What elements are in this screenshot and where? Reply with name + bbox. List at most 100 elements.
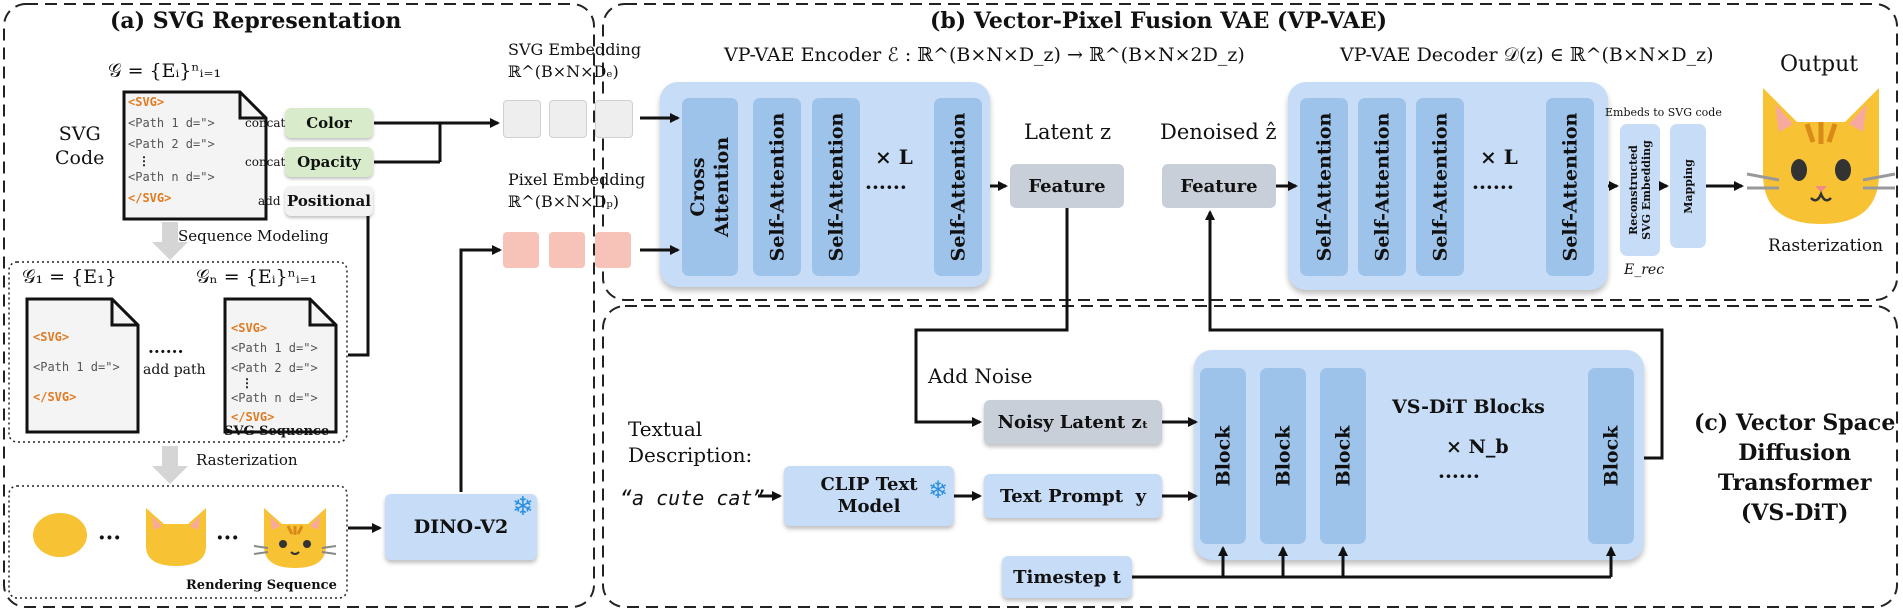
decoder-self-attention-2: Self-Attention <box>1358 98 1406 276</box>
code-dots: ⋮ <box>138 154 150 168</box>
embeds-to-svg-label: Embeds to SVG code <box>1605 106 1722 119</box>
code-path1: <Path 1 d="> <box>128 116 215 130</box>
rendering-sequence-label: Rendering Sequence <box>186 578 337 593</box>
doc1-close-tag: </SVG> <box>33 390 77 404</box>
section-c-title: (c) Vector Space Diffusion Transformer (… <box>1694 408 1895 528</box>
svg-code-document <box>122 90 268 221</box>
render-dots-1: ··· <box>98 525 121 551</box>
svg-doc-last <box>223 297 338 434</box>
section-c-title-line3: Transformer <box>1717 470 1872 496</box>
denoised-feature: Feature <box>1162 164 1276 208</box>
encoder-self-attention-2: Self-Attention <box>812 98 860 276</box>
svg-seq-ellipsis: ...... <box>148 338 184 358</box>
clip-line1: CLIP Text <box>820 474 918 495</box>
pixel-embedding-cell-3 <box>595 232 631 268</box>
snowflake-icon-clip: ❄ <box>928 476 949 504</box>
vs-dit-blocks-title: VS-DiT Blocks <box>1392 396 1545 418</box>
svg-code-label: SVG Code <box>55 122 104 170</box>
encoder-times-l: × L <box>875 145 913 169</box>
svg-code-label-line1: SVG <box>58 123 101 145</box>
decoder-self-attention-1: Self-Attention <box>1300 98 1348 276</box>
output-cat-image <box>1746 88 1896 224</box>
denoised-label: Denoised ẑ <box>1160 120 1277 144</box>
vs-dit-dots: ······ <box>1438 464 1480 488</box>
op-add-positional: add <box>258 194 281 208</box>
doc2-pathn: <Path n d="> <box>231 391 318 405</box>
svg-sequence-label: SVG Sequence <box>224 424 330 439</box>
section-a-title: (a) SVG Representation <box>110 8 402 34</box>
doc2-close-tag: </SVG> <box>231 410 275 424</box>
snowflake-icon-dino: ❄ <box>512 492 534 522</box>
dino-v2-box: DINO-V2 <box>385 494 537 560</box>
svg-doc-last-lines: <SVG> <Path 1 d="> <Path 2 d="> ⋮ <Path … <box>231 318 318 426</box>
prompt-text: “a cute cat” <box>620 486 765 510</box>
render-cat-full <box>253 508 337 568</box>
dit-block-1: Block <box>1200 368 1246 544</box>
reconstructed-svg-embedding: Reconstructed SVG Embedding <box>1620 124 1660 256</box>
decoder-dots: ······ <box>1472 175 1514 199</box>
doc2-dots: ⋮ <box>241 376 253 390</box>
latent-feature: Feature <box>1010 164 1124 208</box>
set-formula: 𝒢 = {Eᵢ}ⁿᵢ₌₁ <box>108 60 222 82</box>
section-c-title-line2: Diffusion <box>1738 440 1852 466</box>
e-rec-label: E_rec <box>1624 262 1665 278</box>
section-c-title-line1: (c) Vector Space <box>1694 410 1896 436</box>
mapping-block: Mapping <box>1670 124 1706 248</box>
render-blob <box>33 513 87 557</box>
timestep-box: Timestep t <box>1002 556 1132 598</box>
clip-line2: Model <box>837 496 901 517</box>
doc1-open-tag: <SVG> <box>33 330 70 344</box>
doc1-path1: <Path 1 d="> <box>33 360 120 374</box>
svg-code-lines: <SVG> <Path 1 d="> <Path 2 d="> ⋮ <Path … <box>128 92 215 209</box>
text-prompt-box: Text Prompt y <box>984 474 1162 518</box>
textual-line1: Textual <box>628 417 703 441</box>
code-close-tag: </SVG> <box>128 191 172 205</box>
output-label: Output <box>1780 52 1859 77</box>
sequence-modeling-label: Sequence Modeling <box>178 227 329 245</box>
encoder-cross-attention: Cross Attention <box>682 98 738 276</box>
vs-dit-times-nb: × N_b <box>1446 436 1509 458</box>
decoder-times-l: × L <box>1480 145 1518 169</box>
code-open-tag: <SVG> <box>128 95 165 109</box>
svg-embedding-cell-2 <box>549 100 587 138</box>
svg-doc-first <box>25 297 140 434</box>
pixel-embedding-dim: ℝ^(B×N×Dₚ) <box>508 192 619 211</box>
add-noise-label: Add Noise <box>928 364 1033 388</box>
add-path-label: add path <box>143 362 206 378</box>
decoder-self-attention-last: Self-Attention <box>1546 98 1594 276</box>
textual-description: Textual Description: <box>628 416 752 468</box>
encoder-title: VP-VAE Encoder ℰ : ℝ^(B×N×D_z) → ℝ^(B×N×… <box>724 44 1245 66</box>
svg-embedding-dim: ℝ^(B×N×Dₑ) <box>508 62 619 81</box>
attr-color: Color <box>285 108 373 138</box>
encoder-dots: ······ <box>865 175 907 199</box>
pixel-embedding-cell-2 <box>549 232 585 268</box>
code-path2: <Path 2 d="> <box>128 137 215 151</box>
rasterization-label-b: Rasterization <box>1768 236 1884 256</box>
dit-block-last: Block <box>1588 368 1634 544</box>
dit-block-2: Block <box>1260 368 1306 544</box>
attr-positional: Positional <box>285 186 373 216</box>
rasterization-label-a: Rasterization <box>196 451 298 469</box>
op-concat-opacity: concat <box>245 155 286 169</box>
render-cat-partial <box>146 508 206 566</box>
sequence-arrow <box>152 222 188 260</box>
doc2-open-tag: <SVG> <box>231 321 268 335</box>
svg-embedding-cell-3 <box>595 100 633 138</box>
decoder-self-attention-3: Self-Attention <box>1416 98 1464 276</box>
doc2-path1: <Path 1 d="> <box>231 341 318 355</box>
pixel-embedding-label: Pixel Embedding <box>508 170 646 189</box>
render-dots-2: ··· <box>216 525 239 551</box>
op-concat-color: concat <box>245 116 286 130</box>
doc2-path2: <Path 2 d="> <box>231 361 318 375</box>
gn-formula: 𝒢ₙ = {Eᵢ}ⁿᵢ₌₁ <box>196 266 318 288</box>
g1-formula: 𝒢₁ = {E₁} <box>22 266 117 288</box>
attr-opacity: Opacity <box>285 147 373 177</box>
encoder-self-attention-1: Self-Attention <box>753 98 801 276</box>
encoder-self-attention-last: Self-Attention <box>934 98 982 276</box>
dino-v2-label: DINO-V2 <box>413 516 509 538</box>
section-b-title: (b) Vector-Pixel Fusion VAE (VP-VAE) <box>930 8 1388 34</box>
decoder-title: VP-VAE Decoder 𝒟(z) ∈ ℝ^(B×N×D_z) <box>1340 44 1714 66</box>
clip-text-model: CLIP Text Model <box>784 466 954 526</box>
svg-embedding-cell-1 <box>503 100 541 138</box>
